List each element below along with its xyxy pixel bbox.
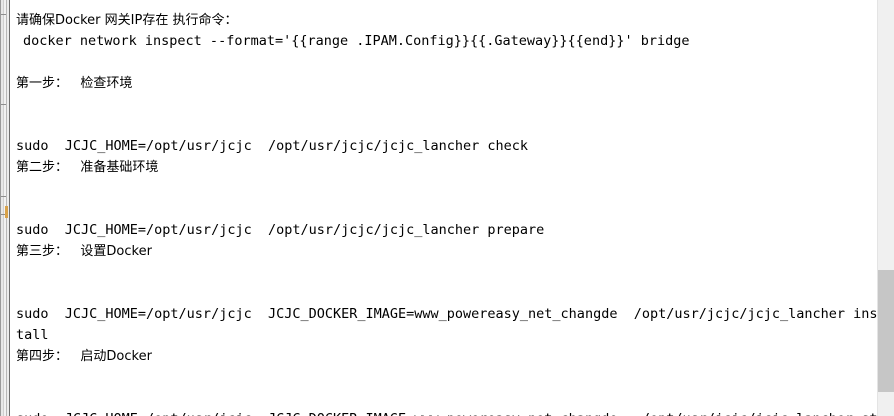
background-window-scrollbar-sliver [0, 0, 9, 416]
spacer-line [16, 178, 877, 199]
text-line-step-2: 第二步： 准备基础环境 [16, 160, 159, 175]
text-line-intro: 请确保Docker 网关IP存在 执行命令： [16, 13, 238, 28]
spacer-line [16, 388, 877, 409]
text-line-cmd-gateway: docker network inspect --format='{{range… [23, 33, 690, 49]
spacer-line [16, 262, 877, 283]
vertical-scrollbar[interactable] [877, 0, 894, 416]
text-line-step-1: 第一步： 检查环境 [16, 76, 133, 91]
text-line-cmd-install: sudo JCJC_HOME=/opt/usr/jcjc JCJC_DOCKER… [16, 306, 877, 343]
sliver-tick [1, 196, 6, 197]
spacer-line [16, 199, 877, 220]
instruction-text-block: 请确保Docker 网关IP存在 执行命令： docker network ins… [10, 0, 877, 416]
document-content-panel: 请确保Docker 网关IP存在 执行命令： docker network ins… [9, 0, 877, 416]
sliver-tick [1, 214, 6, 215]
spacer-line [16, 115, 877, 136]
spacer-line [16, 367, 877, 388]
text-line-cmd-prepare: sudo JCJC_HOME=/opt/usr/jcjc /opt/usr/jc… [16, 222, 545, 238]
vertical-scrollbar-thumb[interactable] [878, 270, 894, 392]
spacer-line [16, 52, 877, 73]
sliver-highlight [5, 206, 8, 218]
spacer-line [16, 94, 877, 115]
spacer-line [16, 283, 877, 304]
sliver-tick [1, 104, 6, 105]
text-line-step-4: 第四步： 启动Docker [16, 349, 152, 364]
text-line-step-3: 第三步： 设置Docker [16, 244, 152, 259]
text-line-cmd-check: sudo JCJC_HOME=/opt/usr/jcjc /opt/usr/jc… [16, 138, 529, 154]
text-line-cmd-start: sudo JCJC_HOME=/opt/usr/jcjc JCJC_DOCKER… [16, 409, 877, 416]
sliver-tick [1, 14, 6, 15]
